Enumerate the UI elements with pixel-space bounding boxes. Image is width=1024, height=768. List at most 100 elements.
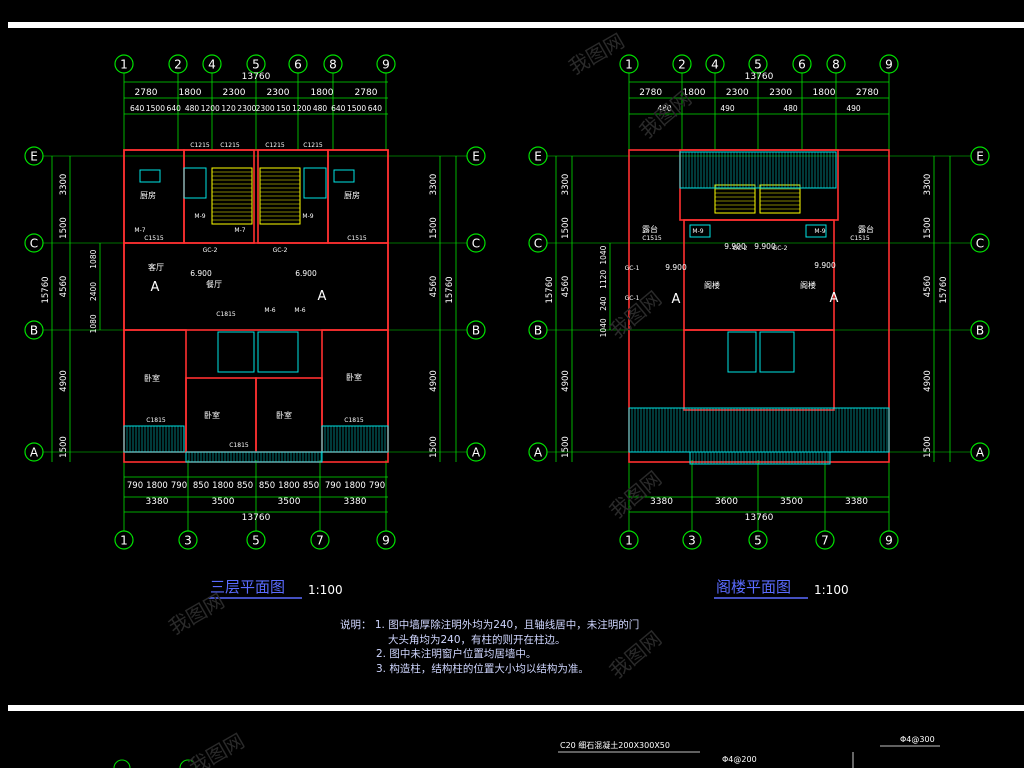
- fixture: [759, 331, 795, 373]
- top-axis-bubble-1: 1: [625, 58, 633, 72]
- dim-row1-value: 1800: [179, 88, 202, 98]
- top-axis-bubble-8: 8: [832, 58, 840, 72]
- bottom-axis-bubble-1: 1: [120, 534, 128, 548]
- balcony: [689, 451, 831, 465]
- left-axis-bubble-C: C: [30, 237, 38, 251]
- dim-row2-value: 1500: [146, 104, 165, 113]
- fixture: [805, 224, 827, 238]
- dim-overall-bottom: 13760: [242, 513, 271, 523]
- fixture: [727, 331, 757, 373]
- opening-label: M-6: [294, 307, 305, 314]
- right-axis-bubble-E: E: [976, 150, 984, 164]
- dim-right-value: 4560: [429, 276, 439, 298]
- dim-bottom1-value: 1800: [344, 481, 366, 491]
- attic-bath: [683, 329, 835, 411]
- right-axis-bubble-B: B: [472, 324, 480, 338]
- opening-label: C1815: [344, 417, 364, 424]
- dim-row1-value: 2780: [639, 88, 662, 98]
- bottom-axis-bubble-1: 1: [625, 534, 633, 548]
- dim-left-value: 4560: [59, 276, 69, 298]
- room-label: 阁楼: [800, 280, 816, 290]
- dim-bottom2-value: 3500: [780, 497, 803, 507]
- dim-row2-value: 480: [783, 104, 798, 113]
- attic-core: [679, 149, 839, 221]
- room-label: 餐厅: [206, 280, 222, 289]
- bottom-border-bar: [8, 705, 1024, 711]
- stair: [759, 184, 801, 214]
- opening-label: C1815: [229, 442, 249, 449]
- dim-bottom2-value: 3600: [715, 497, 738, 507]
- top-border-bar: [8, 22, 1024, 28]
- notes-label: 说明：: [340, 619, 372, 631]
- top-axis-bubble-9: 9: [382, 58, 390, 72]
- opening-label: M-9: [302, 213, 313, 220]
- dim-bottom2-value: 3500: [212, 497, 235, 507]
- dim-row1-value: 2780: [856, 88, 879, 98]
- dim-row2-value: 640: [167, 104, 182, 113]
- dim-row1-value: 2780: [355, 88, 378, 98]
- opening-label: GC-2: [733, 245, 748, 252]
- dim-row2-value: 640: [331, 104, 346, 113]
- fixture: [303, 167, 327, 199]
- opening-label: C1215: [220, 142, 240, 149]
- dim-bottom1-value: 850: [237, 481, 253, 491]
- dim-right-value: 1500: [923, 217, 933, 239]
- bottom-axis-bubble-7: 7: [316, 534, 324, 548]
- top-axis-bubble-5: 5: [252, 58, 260, 72]
- dim-left-inner-value: 1080: [89, 314, 98, 333]
- dim-row1-value: 2300: [769, 88, 792, 98]
- bottom-axis-bubble-9: 9: [885, 534, 893, 548]
- dim-row2-value: 640: [130, 104, 145, 113]
- bottom-axis-bubble-3: 3: [184, 534, 192, 548]
- fixture: [333, 169, 355, 183]
- bottom-axis-bubble-7: 7: [821, 534, 829, 548]
- dim-row1-value: 2300: [223, 88, 246, 98]
- opening-label: GC-2: [773, 245, 788, 252]
- top-axis-bubble-2: 2: [174, 58, 182, 72]
- bedroom-wall: [123, 329, 187, 453]
- top-axis-bubble-5: 5: [754, 58, 762, 72]
- notes-line-4: 3. 构造柱，结构柱的位置大小均以结构为准。: [376, 662, 589, 675]
- dim-overall-top: 13760: [745, 72, 774, 82]
- left-axis-bubble-B: B: [30, 324, 38, 338]
- dim-row2-value: 490: [846, 104, 861, 113]
- dim-row1-value: 2780: [135, 88, 158, 98]
- dim-left-value: 3300: [561, 174, 571, 196]
- fixture: [257, 331, 299, 373]
- top-axis-bubble-6: 6: [294, 58, 302, 72]
- opening-label: C1815: [216, 311, 236, 318]
- elevation-mark: 9.900: [814, 261, 836, 270]
- elevation-mark: 9.900: [724, 242, 746, 251]
- dim-row2-value: 2300: [237, 104, 256, 113]
- dim-row1-value: 1800: [683, 88, 706, 98]
- left-axis-bubble-E: E: [30, 150, 38, 164]
- bottom-axis-bubble-9: 9: [382, 534, 390, 548]
- living-wall: [123, 242, 389, 331]
- axis-bubble-partial: [179, 759, 197, 768]
- dim-row1-value: 1800: [311, 88, 334, 98]
- left-axis-bubble-E: E: [534, 150, 542, 164]
- opening-label: C1815: [146, 417, 166, 424]
- bedroom-wall: [185, 377, 257, 453]
- dim-left-inner-value: 1040: [599, 318, 608, 337]
- left-axis-bubble-A: A: [534, 446, 543, 460]
- dim-left-value: 1500: [59, 436, 69, 458]
- dim-right-value: 3300: [923, 174, 933, 196]
- stair: [714, 184, 756, 214]
- dim-row2-value: 480: [313, 104, 328, 113]
- dim-overall-top: 13760: [242, 72, 271, 82]
- right-axis-bubble-A: A: [472, 446, 481, 460]
- dim-bottom2-value: 3380: [845, 497, 868, 507]
- plan-title: 三层平面图: [210, 578, 285, 596]
- room-label: 阁楼: [704, 280, 720, 290]
- dim-left-inner-value: 240: [599, 296, 608, 311]
- plan-scale: 1:100: [814, 583, 849, 597]
- dim-bottom2-value: 3500: [278, 497, 301, 507]
- room-label: 露台: [858, 224, 874, 234]
- opening-label: GC-1: [625, 265, 640, 272]
- dim-left-inner-value: 1080: [89, 249, 98, 268]
- design-notes: 说明： 1. 图中墙厚除注明外均为240，且轴线居中，未注明的门 大头角均为24…: [340, 618, 639, 676]
- dim-bottom1-value: 1800: [278, 481, 300, 491]
